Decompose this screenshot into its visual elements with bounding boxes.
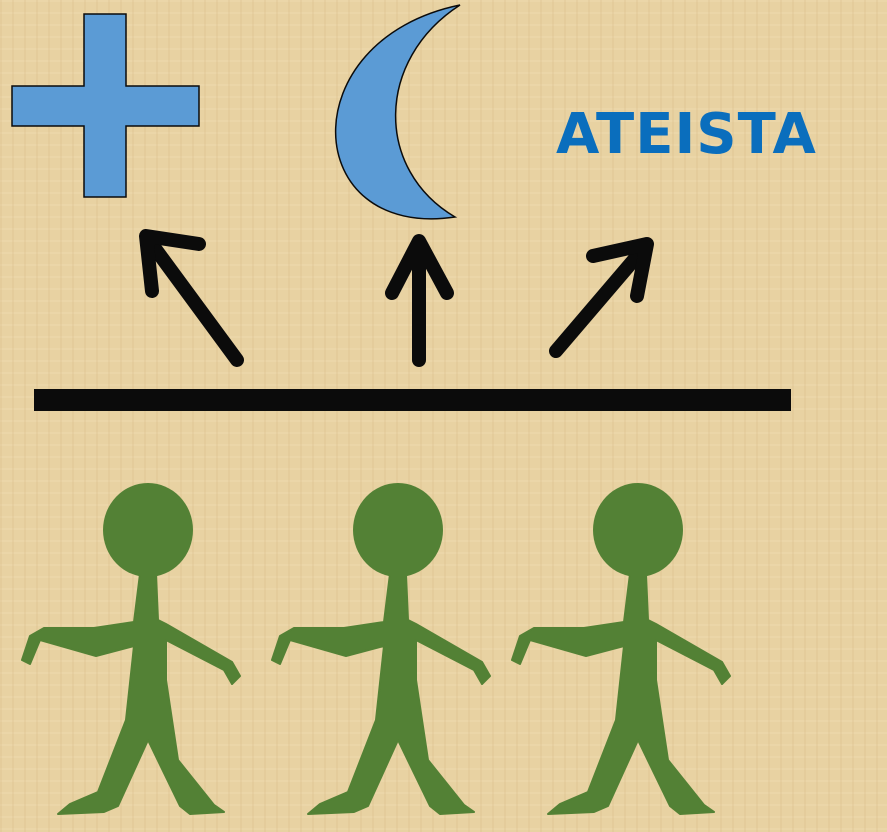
arrow-right	[549, 237, 654, 358]
arrows-group	[139, 229, 654, 367]
horizontal-bar	[34, 389, 791, 411]
arrow-left	[139, 229, 244, 367]
person-body	[271, 573, 491, 815]
person-figure	[511, 483, 731, 815]
person-body	[21, 573, 241, 815]
person-head	[103, 483, 193, 577]
person-figure	[271, 483, 491, 815]
person-head	[353, 483, 443, 577]
arrow-up	[385, 234, 454, 367]
person-body	[511, 573, 731, 815]
crescent-moon-icon	[334, 4, 461, 220]
ateista-label: ATEISTA	[556, 102, 817, 167]
people-group	[21, 483, 731, 815]
person-head	[593, 483, 683, 577]
person-figure	[21, 483, 241, 815]
cross-icon	[11, 13, 200, 198]
